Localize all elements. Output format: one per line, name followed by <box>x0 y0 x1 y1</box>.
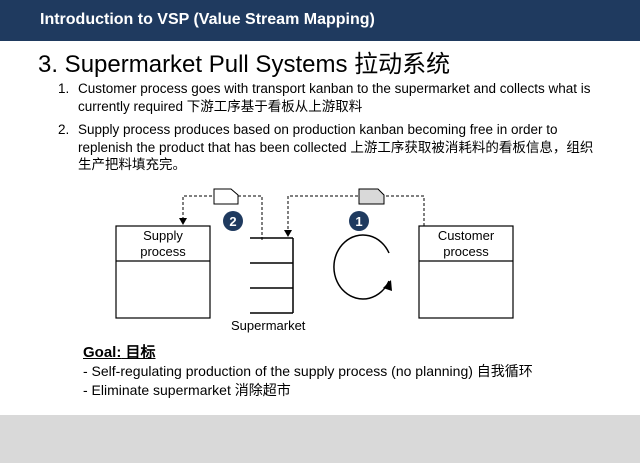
supermarket-label: Supermarket <box>231 318 306 333</box>
customer-process-label: Customer process <box>437 228 495 259</box>
supply-process-label: Supply process <box>140 228 186 259</box>
pull-cycle-icon <box>333 234 392 300</box>
slide-title: 3. Supermarket Pull Systems 拉动系统 <box>38 51 451 78</box>
list-item-number: 1. <box>58 81 70 96</box>
transport-kanban-icon <box>358 188 385 205</box>
point-list: 1. Customer process goes with transport … <box>58 80 598 180</box>
transport-kanban-loop <box>284 195 425 237</box>
badge-customer-number: 1 <box>355 214 362 229</box>
header-title: Introduction to VSP (Value Stream Mappin… <box>40 11 375 28</box>
badge-supply: 2 <box>223 211 243 231</box>
production-kanban-loop <box>179 195 263 240</box>
list-item: 2. Supply process produces based on prod… <box>58 121 598 174</box>
goal-heading: Goal: <box>83 344 122 361</box>
supermarket-shelf-icon <box>250 237 294 314</box>
customer-process-box <box>418 225 514 319</box>
list-item: 1. Customer process goes with transport … <box>58 80 598 115</box>
production-kanban-icon <box>213 188 239 205</box>
goal-section: Goal: 目标 - Self-regulating production of… <box>83 343 533 400</box>
goal-heading-cn: 目标 <box>121 344 156 361</box>
badge-customer: 1 <box>349 211 369 231</box>
footer-band <box>0 415 640 463</box>
list-item-text: Supply process produces based on product… <box>78 122 594 172</box>
goal-item: - Eliminate supermarket 消除超市 <box>83 382 291 398</box>
list-item-number: 2. <box>58 122 70 137</box>
badge-supply-number: 2 <box>229 214 236 229</box>
supply-process-box <box>115 225 211 319</box>
header-bar: Introduction to VSP (Value Stream Mappin… <box>0 0 640 41</box>
list-item-text: Customer process goes with transport kan… <box>78 81 591 114</box>
goal-item: - Self-regulating production of the supp… <box>83 363 533 379</box>
